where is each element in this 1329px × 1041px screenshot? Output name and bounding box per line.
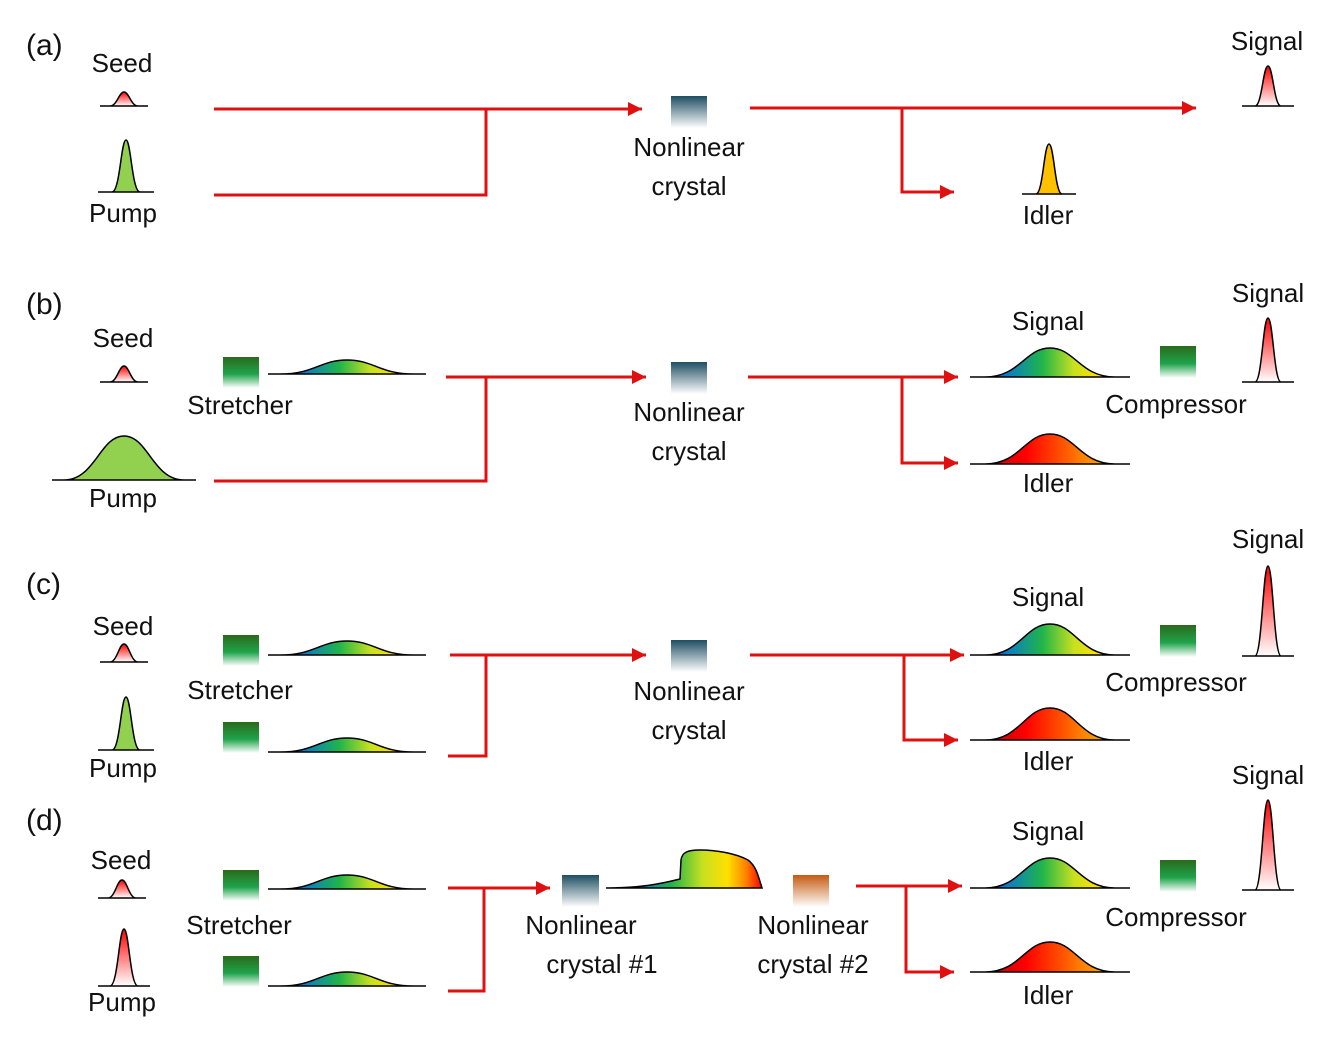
crystal2-label-line1: Nonlinear (757, 910, 869, 940)
idler-pulse (970, 707, 1130, 741)
idler-label: Idler (1023, 468, 1074, 498)
compressor-label: Compressor (1105, 902, 1247, 932)
nonlinear-crystal-2 (793, 875, 829, 907)
signal-output-pulse (1242, 799, 1294, 891)
signal-label: Signal (1012, 582, 1084, 612)
stretcher (223, 357, 259, 388)
stretcher (223, 870, 259, 901)
signal-output-pulse (1242, 317, 1294, 383)
stretched-pump-pulse (268, 971, 426, 987)
panel-c: (c) Seed Stretcher Pump Nonlinear crysta… (26, 524, 1304, 783)
crystal-label-line2: crystal (651, 715, 726, 745)
amplified-signal-pulse (970, 857, 1130, 889)
amplified-signal-pulse (970, 347, 1130, 378)
pump-pulse (52, 435, 196, 481)
pump-stretcher (223, 722, 259, 753)
crystal-label-line1: Nonlinear (633, 132, 745, 162)
signal-output-label: Signal (1232, 278, 1304, 308)
crystal1-label-line2: crystal #1 (546, 949, 657, 979)
signal-label: Signal (1012, 816, 1084, 846)
panel-label: (b) (26, 288, 63, 321)
pump-beam (448, 888, 486, 993)
idler-beam (900, 108, 954, 199)
seed-pulse (100, 643, 148, 663)
nonlinear-crystal (671, 640, 707, 672)
idler-beam (900, 377, 958, 470)
signal-output-label: Signal (1232, 760, 1304, 790)
pump-pulse (98, 696, 154, 751)
signal-output-pulse (1242, 65, 1294, 107)
stretcher-label: Stretcher (186, 910, 292, 940)
idler-beam (902, 655, 958, 747)
crystal1-label-line1: Nonlinear (525, 910, 637, 940)
crystal-label-line2: crystal (651, 171, 726, 201)
pump-pulse (98, 139, 154, 193)
stretched-seed-pulse (268, 359, 426, 375)
pump-label: Pump (89, 198, 157, 228)
seed-pulse (100, 91, 148, 107)
idler-beam (904, 886, 954, 979)
seed-label: Seed (93, 323, 154, 353)
signal-label: Signal (1012, 306, 1084, 336)
pump-stretcher (223, 956, 259, 987)
signal-output-label: Signal (1231, 26, 1303, 56)
compressor-label: Compressor (1105, 389, 1247, 419)
compressor (1160, 625, 1196, 657)
compressor (1160, 860, 1196, 892)
panel-a: (a) Seed Pump Nonlinear crystal Idler Si… (26, 26, 1303, 230)
panel-label: (d) (26, 804, 63, 837)
panel-d: (d) Seed Stretcher Pump Nonlinear crysta… (26, 760, 1304, 1017)
nonlinear-crystal-1 (562, 875, 599, 907)
pump-pulse (98, 928, 150, 987)
pump-label: Pump (89, 753, 157, 783)
crystal-label-line1: Nonlinear (633, 397, 745, 427)
panel-label: (a) (26, 29, 63, 62)
crystal2-label-line2: crystal #2 (757, 949, 868, 979)
nonlinear-crystal (671, 96, 707, 128)
crystal-label-line2: crystal (651, 436, 726, 466)
pump-label: Pump (89, 483, 157, 513)
stretched-pump-pulse (268, 737, 426, 753)
idler-label: Idler (1023, 980, 1074, 1010)
pump-beam (214, 377, 488, 483)
seed-label: Seed (93, 611, 154, 641)
idler-label: Idler (1023, 746, 1074, 776)
signal-output-label: Signal (1232, 524, 1304, 554)
panel-b: (b) Seed Stretcher Pump Nonlinear crysta… (26, 278, 1304, 513)
amplified-signal-pulse (970, 623, 1130, 656)
saturated-signal-pulse (605, 849, 764, 889)
seed-pulse (100, 365, 148, 383)
compressor-label: Compressor (1105, 667, 1247, 697)
stretched-seed-pulse (268, 874, 426, 890)
idler-label: Idler (1023, 200, 1074, 230)
stretched-seed-pulse (268, 640, 426, 656)
nonlinear-crystal (671, 362, 707, 394)
idler-pulse (1022, 143, 1076, 195)
seed-label: Seed (91, 845, 152, 875)
seed-pulse (98, 879, 146, 899)
signal-output-pulse (1242, 565, 1294, 657)
crystal-label-line1: Nonlinear (633, 676, 745, 706)
pump-beam (448, 655, 488, 758)
panel-label: (c) (26, 568, 61, 601)
seed-label: Seed (92, 48, 153, 78)
idler-pulse (970, 433, 1130, 465)
compressor (1160, 346, 1196, 378)
idler-pulse (970, 941, 1130, 973)
stretcher-label: Stretcher (187, 390, 293, 420)
stretcher (223, 635, 259, 666)
pump-beam (214, 109, 488, 197)
stretcher-label: Stretcher (187, 675, 293, 705)
pump-label: Pump (88, 987, 156, 1017)
